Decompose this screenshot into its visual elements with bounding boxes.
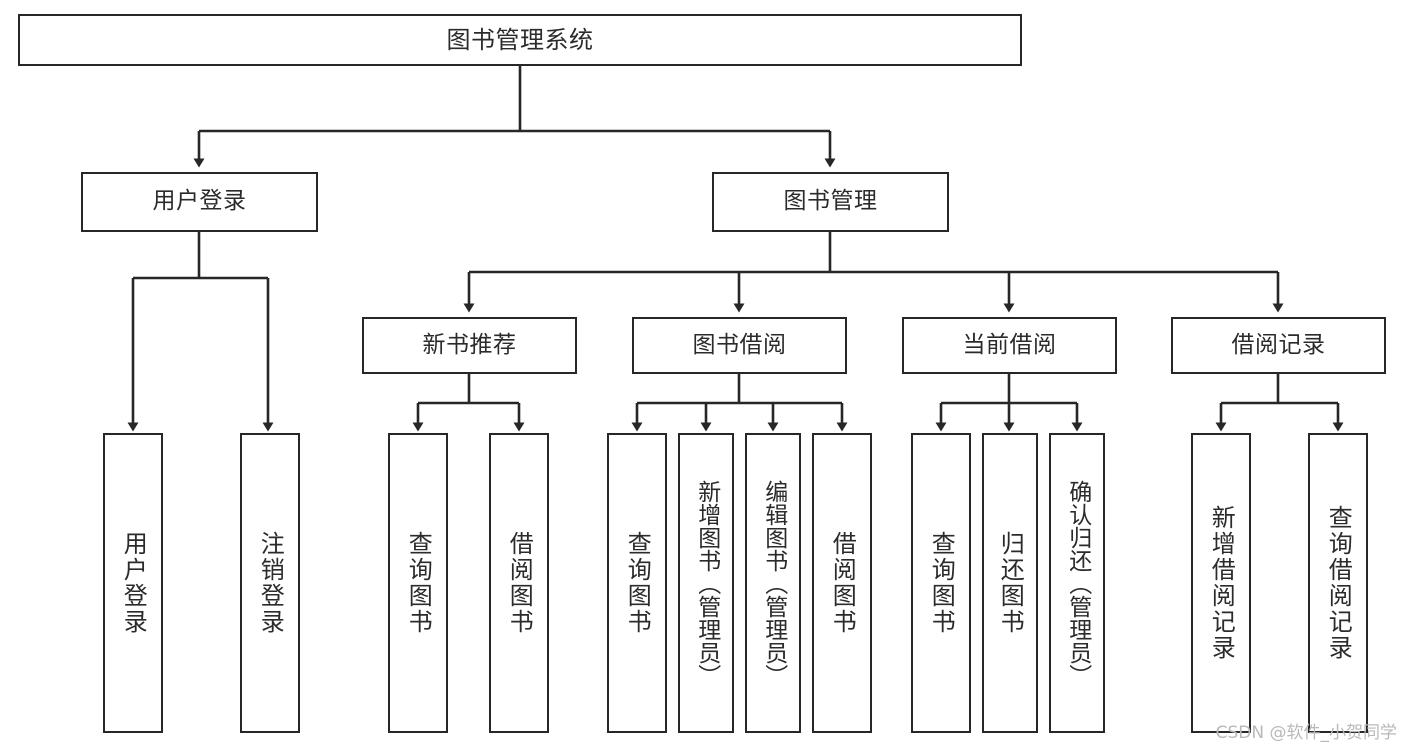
node-label: 确认归还（管理员） (1064, 479, 1091, 687)
node-leaf-logout-login[interactable]: 注销登录 (240, 433, 300, 733)
csdn-watermark: CSDN @软件_小贺同学 (1215, 723, 1397, 743)
node-root-book-management-system[interactable]: 图书管理系统 (18, 14, 1022, 66)
node-leaf-return-book[interactable]: 归还图书 (982, 433, 1038, 733)
node-leaf-query-book-borrow[interactable]: 查询图书 (607, 433, 667, 733)
node-label: 图书借阅 (692, 331, 787, 358)
node-label: 查询图书 (404, 531, 433, 635)
node-leaf-confirm-return-admin[interactable]: 确认归还（管理员） (1049, 433, 1105, 733)
node-current-borrow[interactable]: 当前借阅 (902, 317, 1117, 374)
node-label: 查询图书 (623, 531, 652, 635)
node-label: 归还图书 (996, 531, 1025, 635)
node-label: 用户登录 (152, 188, 247, 215)
node-label: 借阅记录 (1231, 331, 1326, 358)
node-label: 图书管理 (783, 188, 878, 215)
node-leaf-edit-book-admin[interactable]: 编辑图书（管理员） (745, 433, 801, 733)
node-leaf-query-book-recommend[interactable]: 查询图书 (388, 433, 448, 733)
node-borrow-record[interactable]: 借阅记录 (1171, 317, 1386, 374)
node-label: 查询借阅记录 (1324, 505, 1353, 661)
node-leaf-borrow-book-recommend[interactable]: 借阅图书 (489, 433, 549, 733)
node-label: 借阅图书 (828, 531, 857, 635)
node-leaf-add-book-admin[interactable]: 新增图书（管理员） (678, 433, 734, 733)
node-label: 图书管理系统 (446, 25, 594, 54)
node-leaf-query-book-current[interactable]: 查询图书 (911, 433, 971, 733)
node-label: 新增图书（管理员） (693, 479, 720, 687)
node-label: 新增借阅记录 (1207, 505, 1236, 661)
node-book-management[interactable]: 图书管理 (712, 172, 949, 232)
node-label: 新书推荐 (422, 331, 517, 358)
node-leaf-add-borrow-record[interactable]: 新增借阅记录 (1191, 433, 1251, 733)
node-new-book-recommend[interactable]: 新书推荐 (362, 317, 577, 374)
node-label: 注销登录 (256, 531, 285, 635)
node-leaf-query-borrow-record[interactable]: 查询借阅记录 (1308, 433, 1368, 733)
node-leaf-user-login[interactable]: 用户登录 (103, 433, 163, 733)
node-leaf-borrow-book-borrow[interactable]: 借阅图书 (812, 433, 872, 733)
node-user-login[interactable]: 用户登录 (81, 172, 318, 232)
node-label: 当前借阅 (962, 331, 1057, 358)
node-label: 查询图书 (927, 531, 956, 635)
node-book-borrow[interactable]: 图书借阅 (632, 317, 847, 374)
node-label: 借阅图书 (505, 531, 534, 635)
node-label: 用户登录 (119, 531, 148, 635)
node-label: 编辑图书（管理员） (760, 479, 787, 687)
